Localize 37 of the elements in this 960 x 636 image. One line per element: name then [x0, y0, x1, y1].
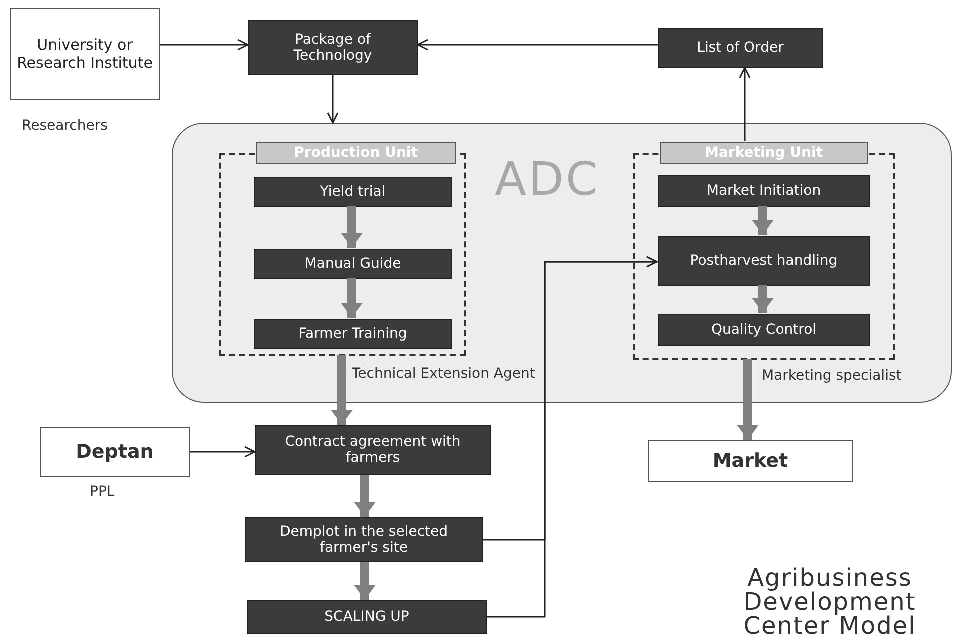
arrow	[487, 256, 658, 618]
process-box: Market Initiation	[658, 175, 870, 207]
process-box: Manual Guide	[254, 249, 452, 279]
process-box: Contract agreement with farmers	[255, 425, 491, 475]
node-label: Researchers	[22, 118, 108, 134]
node-label: Technical Extension Agent	[352, 366, 536, 382]
process-box: SCALING UP	[247, 600, 487, 634]
process-box: Package of Technology	[248, 20, 418, 75]
block-arrow	[341, 278, 363, 318]
block-arrow	[752, 285, 774, 313]
process-box: Demplot in the selected farmer's site	[245, 517, 483, 562]
node-label: PPL	[90, 484, 115, 500]
process-box: Quality Control	[658, 314, 870, 346]
box: Deptan	[40, 427, 190, 477]
block-arrow	[354, 475, 376, 517]
rounded-panel	[172, 123, 952, 403]
node-label: Marketing specialist	[762, 368, 902, 384]
arrow	[160, 39, 249, 51]
process-box: Farmer Training	[254, 319, 452, 349]
box: University or Research Institute	[10, 8, 160, 100]
block-arrow	[752, 206, 774, 235]
process-box: List of Order	[658, 28, 823, 68]
process-box: Yield trial	[254, 177, 452, 207]
dashed-group	[633, 142, 895, 360]
process-box: Postharvest handling	[658, 236, 870, 286]
diagram-title: Agribusiness Development Center Model	[742, 566, 918, 636]
block-arrow	[737, 359, 759, 440]
dashed-group	[219, 142, 466, 356]
arrow	[327, 75, 339, 124]
block-arrow	[354, 562, 376, 600]
group-title: ADC	[495, 154, 600, 204]
arrow	[190, 446, 256, 458]
block-arrow	[341, 206, 363, 248]
block-arrow	[331, 355, 353, 425]
arrow	[417, 39, 658, 51]
arrow	[739, 67, 751, 141]
box: Market	[648, 440, 853, 482]
